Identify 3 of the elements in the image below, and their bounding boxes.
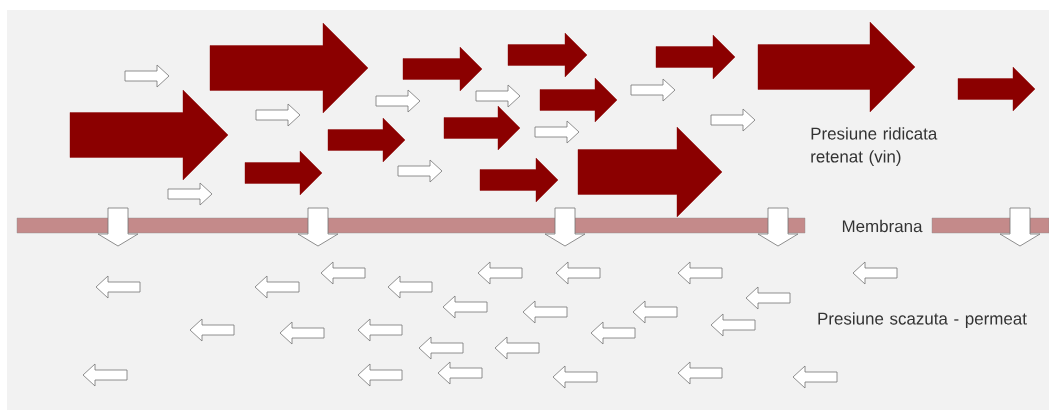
- label-text: Presiune scazuta - permeat: [818, 312, 1027, 328]
- label-text: Presiune ridicata retenat (vin): [811, 127, 938, 166]
- label-text: Membrana: [842, 219, 923, 233]
